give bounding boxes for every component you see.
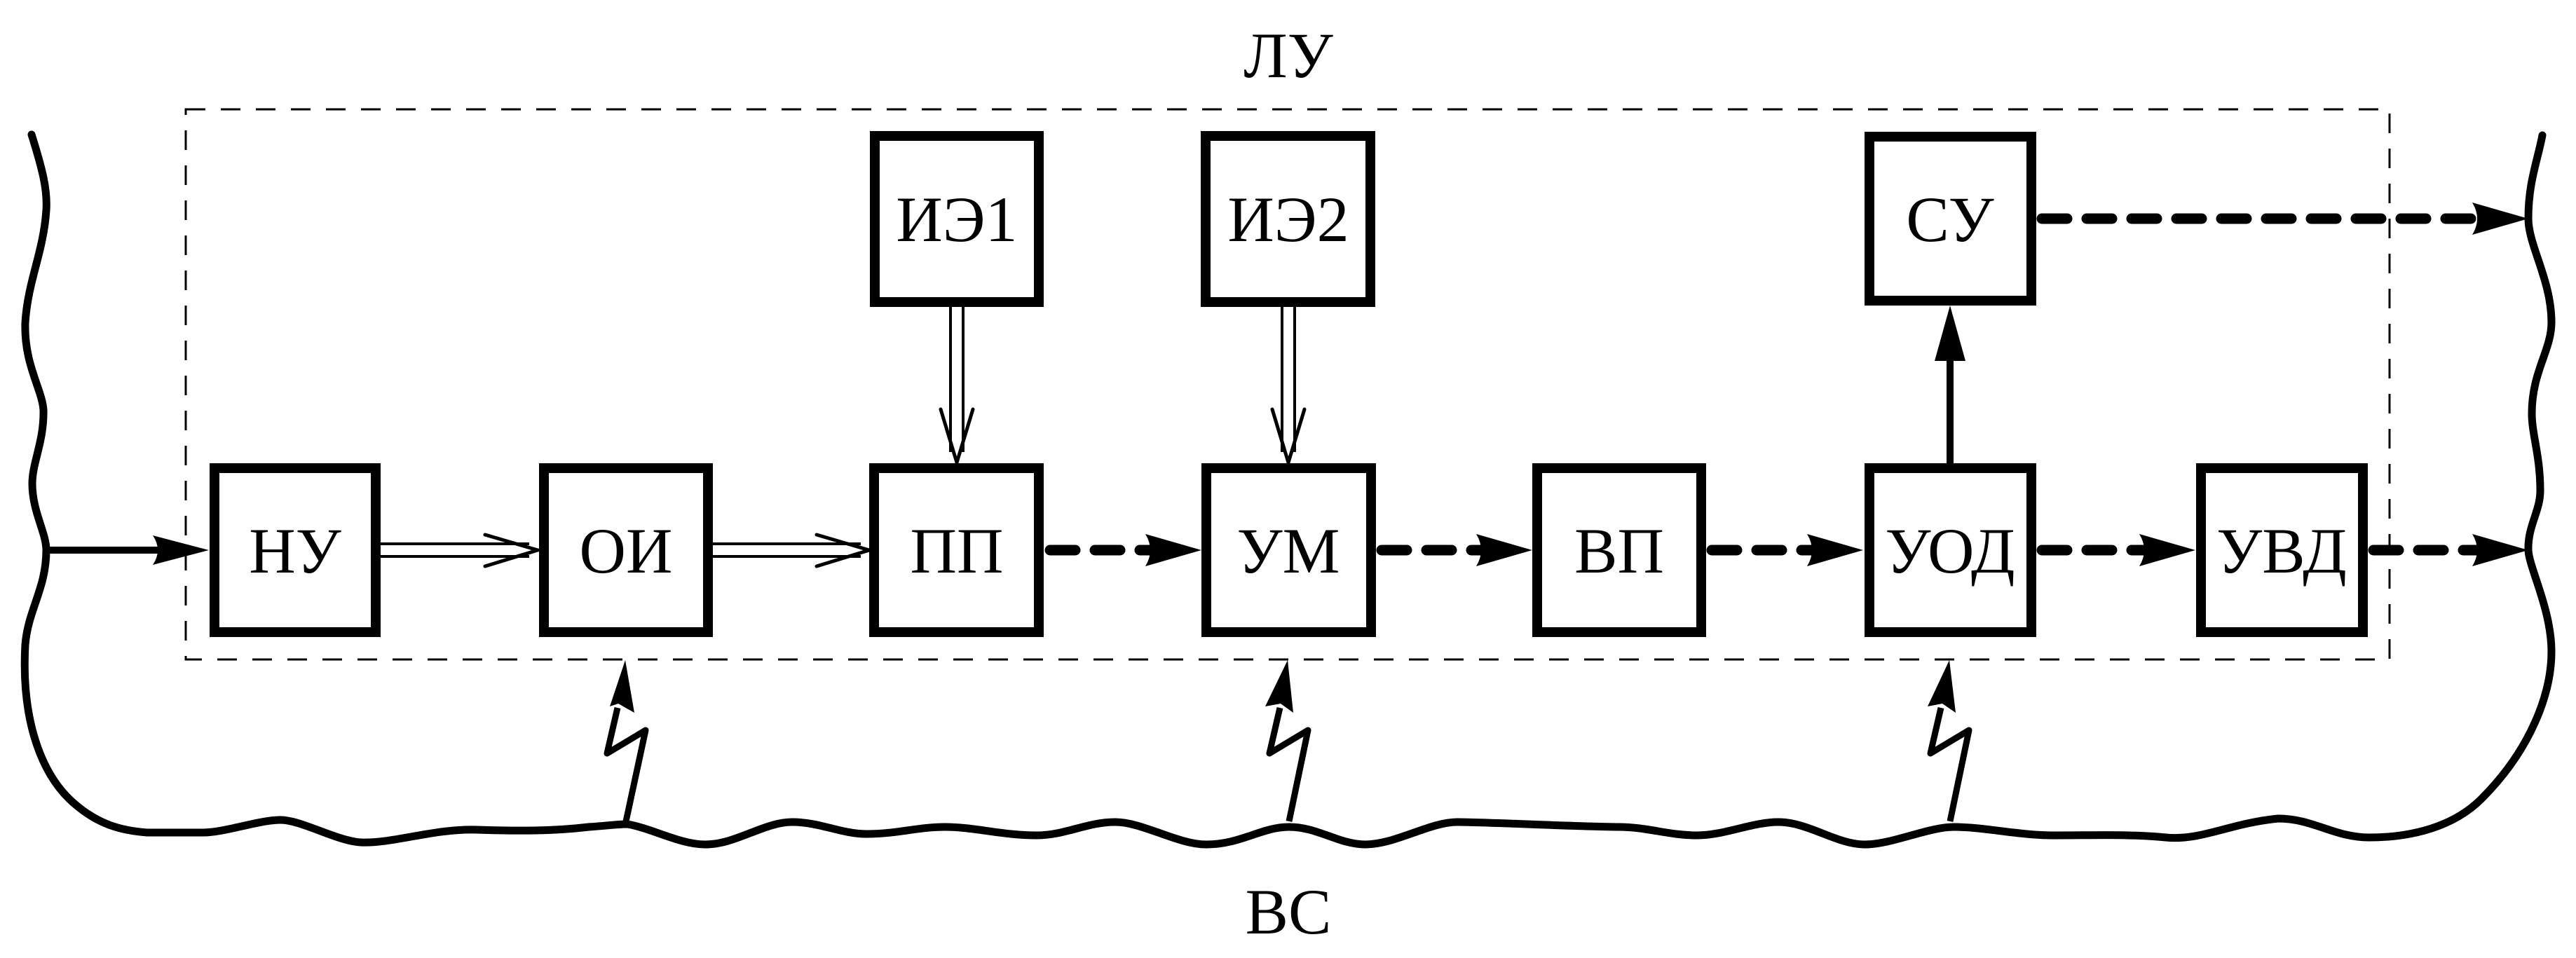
arrow-su-to-output bbox=[2036, 203, 2528, 235]
block-um: УМ bbox=[1201, 463, 1376, 637]
block-uvd: УВД bbox=[2196, 463, 2368, 637]
arrow-nu-to-oi bbox=[381, 533, 544, 568]
block-oi: ОИ bbox=[539, 463, 713, 637]
block-um-label: УМ bbox=[1237, 515, 1340, 587]
arrow-pp-to-um bbox=[1044, 534, 1201, 566]
block-ie1: ИЭ1 bbox=[870, 131, 1044, 307]
block-ie2: ИЭ2 bbox=[1201, 131, 1375, 307]
block-nu-label: НУ bbox=[249, 515, 341, 587]
block-su: СУ bbox=[1865, 132, 2036, 306]
arrow-oi-to-pp bbox=[713, 533, 875, 568]
lightning-vs-to-uod bbox=[1927, 660, 1972, 822]
block-uod-label: УОД bbox=[1885, 515, 2015, 587]
label-logical-device: ЛУ bbox=[1243, 20, 1333, 91]
block-uod: УОД bbox=[1865, 463, 2036, 637]
block-pp-label: ПП bbox=[911, 515, 1004, 587]
arrow-uod-to-uvd bbox=[2036, 534, 2195, 566]
block-vp: ВП bbox=[1532, 463, 1706, 637]
arrow-input-to-nu bbox=[48, 535, 209, 565]
label-computing-system: ВС bbox=[1246, 876, 1332, 947]
arrow-um-to-vp bbox=[1376, 534, 1532, 566]
block-nu: НУ bbox=[210, 463, 381, 637]
computing-system-outline bbox=[20, 130, 2556, 849]
arrow-ie2-to-um bbox=[1270, 307, 1307, 469]
lightning-vs-to-um bbox=[1265, 660, 1311, 822]
block-oi-label: ОИ bbox=[580, 515, 673, 587]
arrow-uod-to-su bbox=[1935, 306, 1965, 463]
lightning-vs-to-oi bbox=[604, 660, 649, 825]
block-ie1-label: ИЭ1 bbox=[896, 184, 1017, 255]
block-ie2-label: ИЭ2 bbox=[1227, 184, 1349, 255]
block-uvd-label: УВД bbox=[2216, 515, 2347, 587]
block-vp-label: ВП bbox=[1574, 515, 1664, 587]
logical-device-boundary bbox=[184, 108, 2391, 661]
arrow-vp-to-uod bbox=[1706, 534, 1863, 566]
arrow-uvd-to-output bbox=[2368, 534, 2528, 566]
arrow-ie1-to-pp bbox=[939, 307, 975, 469]
block-su-label: СУ bbox=[1906, 184, 1994, 255]
block-pp: ПП bbox=[869, 463, 1044, 637]
